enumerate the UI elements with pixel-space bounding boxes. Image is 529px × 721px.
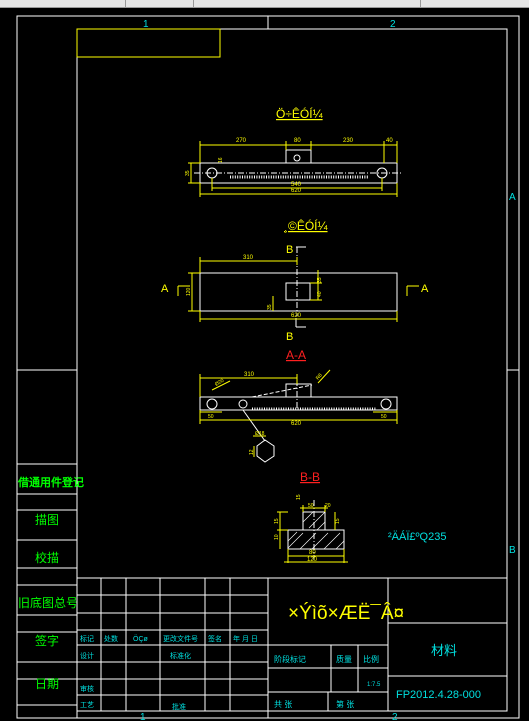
tb-scale-value: 1:7.5 [367,682,381,688]
front-dim-80: 80 [294,138,301,144]
toolbar-divider [193,0,194,7]
title-block-grid [76,577,508,712]
left-label-register: 借通用件登记 [17,475,84,489]
left-label-old-drawing-no: 旧底图总号 [18,595,78,610]
toolbar-divider [420,0,421,7]
zone-label-right-a: A [509,192,516,203]
section-a-dim-radius: R8 [315,372,324,381]
zone-label-right-b: B [509,545,516,556]
section-b-title: B-B [300,470,320,484]
tb-header-zone: ÖÇø [133,635,149,643]
section-b-dim-120: 120 [307,557,318,563]
zone-label-bottom-1: 1 [140,712,146,721]
section-b-dim-v3: 15 [335,518,341,524]
section-b-dim-v2: 10 [274,534,280,540]
top-dim-620: 620 [291,313,302,319]
section-a-dim-620: 620 [291,421,302,427]
tb-design-label: 设计 [80,651,94,660]
front-dim-270: 270 [236,138,247,144]
tb-sheets-total: 共 张 [274,700,292,709]
corner-box [76,28,221,58]
section-b-dim-50: 50 [308,503,314,509]
top-dim-310: 310 [243,255,254,261]
section-a-dim-50-right: 50 [381,414,387,420]
tb-header-signature: 签名 [208,634,222,643]
section-a-view: 310 620 Ø20 R8 Ø18 12 50 50 [199,369,398,463]
drawing-canvas[interactable]: 1 2 1 2 A B 借通用件登记 描图 校描 旧底图总号 签字 日期 [0,7,529,721]
tb-stage-label: 阶段标记 [274,654,306,664]
left-label-date: 日期 [35,677,59,691]
tb-scale-label: 比例 [363,654,379,664]
tb-standardize-label: 标准化 [170,651,191,660]
front-dim-540: 540 [291,182,302,188]
front-dim-40: 40 [386,138,393,144]
tb-header-date: 年 月 日 [233,634,258,643]
section-a-dim-12: 12 [249,449,255,455]
tb-sheet-no: 第 张 [336,699,354,709]
tb-header-count: 处数 [104,634,118,643]
front-dim-35: 35 [185,170,191,176]
tb-header-change-doc: 更改文件号 [163,634,198,643]
left-label-check: 校描 [35,550,59,565]
section-b-view: 50 20 15 80 120 15 10 15 [274,494,348,563]
zone-label-top-1: 1 [143,19,149,30]
cut-mark-b-bottom: B [286,331,293,343]
cut-mark-a-right: A [421,283,429,295]
section-b-dim-80: 80 [309,550,316,556]
section-a-dim-50-left: 50 [208,414,214,420]
tb-review-label: 审核 [80,684,94,693]
tb-weight-label: 质量 [336,654,352,664]
section-b-dim-20: 20 [325,503,331,509]
zone-label-bottom-2: 2 [392,712,398,721]
left-label-signature: 签字 [35,633,59,648]
front-view: 270 80 230 40 540 620 35 16 [185,138,403,197]
section-a-title: A-A [286,348,306,362]
section-a-dim-hole-2: Ø18 [255,431,265,437]
toolbar-divider [125,0,126,7]
tb-process-label: 工艺 [80,701,94,709]
left-label-tracing: 描图 [35,513,59,527]
zone-label-top-2: 2 [390,19,396,30]
section-b-dim-15: 15 [296,494,302,500]
top-dim-35: 35 [317,277,323,283]
front-dim-620: 620 [291,188,302,194]
tb-part-name: ×Ýìõ×ÆË¯Â¤ [288,602,404,624]
front-dim-16: 16 [218,157,224,163]
top-dim-35b: 35 [267,304,273,310]
material-note: ²ÄÁÏ£ºQ235 [388,530,446,543]
top-dim-120: 120 [186,287,192,296]
tb-approve-label: 批准 [172,702,186,711]
top-dim-40: 40 [317,291,323,297]
tb-material-label: 材料 [431,643,457,658]
cut-mark-a-left: A [161,283,169,295]
section-b-dim-v1: 15 [274,518,280,524]
top-view: 310 620 120 35 40 35 A A B B [161,244,429,343]
front-dim-230: 230 [343,138,354,144]
section-a-dim-310: 310 [244,372,255,378]
left-register-column [16,369,78,719]
tb-header-mark: 标记 [80,634,94,643]
top-view-title: ¸©ÊÓÍ¼ [284,218,329,233]
cad-toolbar-strip [0,0,529,8]
tb-drawing-code: FP2012.4.28-000 [396,689,481,701]
front-view-title: Ö÷ÊÓÍ¼ [276,106,324,121]
section-a-dim-hole-left: Ø20 [214,378,225,388]
cut-mark-b-top: B [286,244,293,256]
